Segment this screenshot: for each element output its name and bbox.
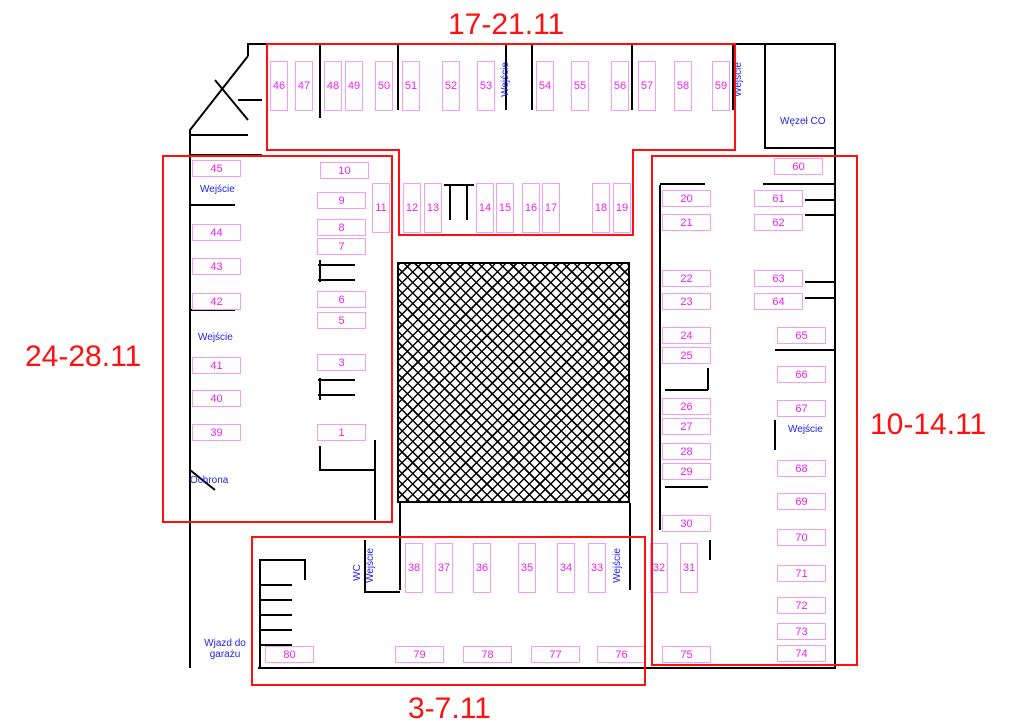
stall-10[interactable]: 10 <box>320 162 369 179</box>
stall-62[interactable]: 62 <box>754 214 803 231</box>
stall-36[interactable]: 36 <box>473 543 491 593</box>
stall-11[interactable]: 11 <box>372 183 390 233</box>
zone-left-dates: 24-28.11 <box>25 340 142 373</box>
stall-61[interactable]: 61 <box>754 190 803 207</box>
stall-48[interactable]: 48 <box>324 61 342 111</box>
stall-50[interactable]: 50 <box>375 61 393 111</box>
stall-70[interactable]: 70 <box>777 529 826 546</box>
stall-38[interactable]: 38 <box>405 543 423 593</box>
stall-52[interactable]: 52 <box>442 61 460 111</box>
stall-15[interactable]: 15 <box>496 183 514 233</box>
stall-54[interactable]: 54 <box>536 61 554 111</box>
stall-65[interactable]: 65 <box>777 327 826 344</box>
stall-80[interactable]: 80 <box>265 646 314 663</box>
stall-47[interactable]: 47 <box>295 61 313 111</box>
stall-73[interactable]: 73 <box>777 623 826 640</box>
stall-49[interactable]: 49 <box>345 61 363 111</box>
stall-44[interactable]: 44 <box>192 224 241 241</box>
zone-bottom-dates: 3-7.11 <box>408 692 491 724</box>
stall-25[interactable]: 25 <box>662 347 711 364</box>
stall-77[interactable]: 77 <box>531 646 580 663</box>
zone-top <box>266 43 736 236</box>
stall-53[interactable]: 53 <box>477 61 495 111</box>
stall-71[interactable]: 71 <box>777 565 826 582</box>
stall-32[interactable]: 32 <box>650 543 668 593</box>
stall-31[interactable]: 31 <box>680 543 698 593</box>
stall-14[interactable]: 14 <box>476 183 494 233</box>
garage-entry-label: Wjazd do garażu <box>204 638 246 660</box>
stall-13[interactable]: 13 <box>424 183 442 233</box>
stall-26[interactable]: 26 <box>662 398 711 415</box>
stall-19[interactable]: 19 <box>613 183 631 233</box>
stall-76[interactable]: 76 <box>597 646 646 663</box>
stall-79[interactable]: 79 <box>395 646 444 663</box>
stall-21[interactable]: 21 <box>662 214 711 231</box>
stall-12[interactable]: 12 <box>403 183 421 233</box>
stall-28[interactable]: 28 <box>662 443 711 460</box>
stall-42[interactable]: 42 <box>192 293 241 310</box>
zone-right-dates: 10-14.11 <box>870 408 987 441</box>
stall-57[interactable]: 57 <box>638 61 656 111</box>
stall-43[interactable]: 43 <box>192 258 241 275</box>
stall-24[interactable]: 24 <box>662 327 711 344</box>
central-courtyard-hatched <box>397 262 630 503</box>
stall-9[interactable]: 9 <box>317 192 366 209</box>
stall-63[interactable]: 63 <box>754 270 803 287</box>
zone-bottom <box>251 536 646 686</box>
zone-right <box>651 155 858 666</box>
stall-55[interactable]: 55 <box>571 61 589 111</box>
stall-69[interactable]: 69 <box>777 493 826 510</box>
stall-37[interactable]: 37 <box>435 543 453 593</box>
stall-74[interactable]: 74 <box>777 645 826 662</box>
stall-58[interactable]: 58 <box>674 61 692 111</box>
entrance-label: Wejście <box>200 184 235 195</box>
stall-34[interactable]: 34 <box>557 543 575 593</box>
stall-3[interactable]: 3 <box>317 354 366 371</box>
stall-41[interactable]: 41 <box>192 357 241 374</box>
stall-30[interactable]: 30 <box>662 515 711 532</box>
stall-67[interactable]: 67 <box>777 400 826 417</box>
stall-22[interactable]: 22 <box>662 270 711 287</box>
stall-18[interactable]: 18 <box>592 183 610 233</box>
stall-6[interactable]: 6 <box>317 291 366 308</box>
entrance-label: Wejście <box>788 424 823 435</box>
stall-68[interactable]: 68 <box>777 460 826 477</box>
stall-78[interactable]: 78 <box>463 646 512 663</box>
stall-35[interactable]: 35 <box>518 543 536 593</box>
stall-7[interactable]: 7 <box>317 238 366 255</box>
stall-40[interactable]: 40 <box>192 390 241 407</box>
stall-1[interactable]: 1 <box>317 424 366 441</box>
heating-node-label: Węzeł CO <box>780 116 826 127</box>
stall-72[interactable]: 72 <box>777 597 826 614</box>
zone-left <box>162 155 393 523</box>
security-label: Ochrona <box>190 475 229 486</box>
stall-29[interactable]: 29 <box>662 463 711 480</box>
stall-39[interactable]: 39 <box>192 424 241 441</box>
stall-5[interactable]: 5 <box>317 312 366 329</box>
stall-20[interactable]: 20 <box>662 190 711 207</box>
stall-27[interactable]: 27 <box>662 418 711 435</box>
stall-59[interactable]: 59 <box>712 61 730 111</box>
stall-45[interactable]: 45 <box>192 160 241 177</box>
stall-75[interactable]: 75 <box>662 646 711 663</box>
stall-17[interactable]: 17 <box>542 183 560 233</box>
stall-33[interactable]: 33 <box>588 543 606 593</box>
stall-66[interactable]: 66 <box>777 366 826 383</box>
stall-60[interactable]: 60 <box>774 158 823 175</box>
stall-16[interactable]: 16 <box>522 183 540 233</box>
stall-51[interactable]: 51 <box>402 61 420 111</box>
stall-46[interactable]: 46 <box>270 61 288 111</box>
stall-8[interactable]: 8 <box>317 219 366 236</box>
stall-64[interactable]: 64 <box>754 293 803 310</box>
stall-56[interactable]: 56 <box>611 61 629 111</box>
entrance-label: Wejście <box>198 332 233 343</box>
zone-top-dates: 17-21.11 <box>448 8 565 41</box>
stall-23[interactable]: 23 <box>662 293 711 310</box>
